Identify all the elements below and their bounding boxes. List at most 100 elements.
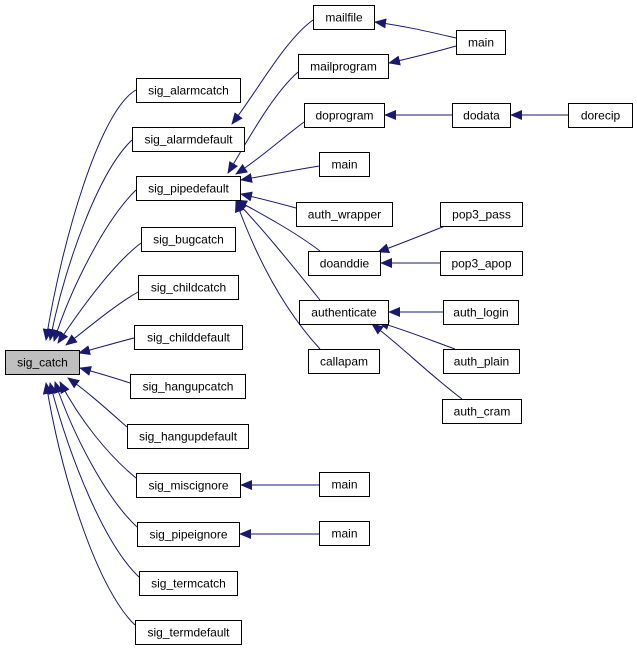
- node-label: sig_bugcatch: [153, 233, 224, 247]
- node-sig-childcatch[interactable]: sig_childcatch: [138, 275, 239, 300]
- node-box: [136, 78, 241, 103]
- edge-sig_miscignore-to-sig_catch: [59, 381, 137, 479]
- node-box: [452, 103, 511, 128]
- node-sig-alarmdefault[interactable]: sig_alarmdefault: [132, 127, 245, 152]
- edge-sig_bugcatch-to-sig_catch: [57, 242, 142, 344]
- edge-sig_alarmdefault-to-sig_catch: [47, 139, 133, 341]
- edge-sig_childdefault-to-sig_catch: [78, 337, 135, 356]
- node-label: dodata: [463, 109, 500, 123]
- node-doprogram[interactable]: doprogram: [304, 103, 385, 128]
- node-label: sig_alarmdefault: [144, 133, 233, 147]
- node-box: [5, 350, 80, 375]
- node-box: [304, 103, 385, 128]
- node-box: [319, 521, 370, 546]
- node-mailprogram[interactable]: mailprogram: [298, 54, 389, 79]
- node-label: sig_termcatch: [151, 577, 226, 591]
- node-main-a[interactable]: main: [319, 152, 370, 177]
- node-label: doanddie: [320, 257, 370, 271]
- node-sig-miscignore[interactable]: sig_miscignore: [136, 473, 241, 498]
- node-box: [134, 325, 243, 350]
- node-box: [443, 349, 520, 374]
- node-box: [313, 5, 375, 30]
- node-box: [442, 399, 522, 424]
- node-box: [130, 374, 246, 399]
- node-label: main: [468, 36, 494, 50]
- node-label: sig_termdefault: [147, 626, 230, 640]
- node-box: [136, 176, 241, 201]
- node-auth-cram[interactable]: auth_cram: [442, 399, 522, 424]
- node-box: [443, 300, 519, 325]
- node-label: mailfile: [325, 11, 363, 25]
- node-dorecip[interactable]: dorecip: [568, 103, 633, 128]
- node-box: [141, 227, 236, 252]
- node-label: sig_hangupcatch: [143, 380, 234, 394]
- node-dodata[interactable]: dodata: [452, 103, 511, 128]
- node-sig-pipedefault[interactable]: sig_pipedefault: [136, 176, 241, 201]
- node-label: sig_childdefault: [147, 331, 230, 345]
- node-sig-childdefault[interactable]: sig_childdefault: [134, 325, 243, 350]
- node-doanddie[interactable]: doanddie: [308, 251, 381, 276]
- node-main-b[interactable]: main: [319, 472, 370, 497]
- node-box: [139, 571, 238, 596]
- node-label: pop3_apop: [451, 257, 511, 271]
- node-sig-hangupdefault[interactable]: sig_hangupdefault: [127, 424, 249, 449]
- node-mailfile[interactable]: mailfile: [313, 5, 375, 30]
- node-sig-pipeignore[interactable]: sig_pipeignore: [137, 522, 240, 547]
- node-box: [299, 300, 389, 325]
- node-box: [298, 54, 389, 79]
- node-sig-termdefault[interactable]: sig_termdefault: [135, 620, 242, 645]
- edge-doprogram-to-sig_pipedefault: [235, 121, 305, 175]
- node-sig-bugcatch[interactable]: sig_bugcatch: [141, 227, 236, 252]
- edge-pop3_pass-to-doanddie: [377, 225, 446, 253]
- node-sig-catch[interactable]: sig_catch: [5, 350, 80, 375]
- node-label: dorecip: [581, 109, 621, 123]
- node-label: sig_pipedefault: [148, 182, 229, 196]
- node-label: main: [331, 158, 357, 172]
- edge-main_top-to-mailfile: [374, 18, 457, 39]
- node-label: sig_miscignore: [148, 479, 228, 493]
- node-sig-hangupcatch[interactable]: sig_hangupcatch: [130, 374, 246, 399]
- node-auth-plain[interactable]: auth_plain: [443, 349, 520, 374]
- edge-sig_alarmcatch-to-sig_catch: [42, 89, 137, 341]
- node-label: auth_login: [453, 306, 508, 320]
- edge-sig_pipedefault-to-sig_catch: [52, 189, 137, 342]
- edge-main_top-to-mailprogram: [388, 45, 457, 66]
- edge-sig_hangupdefault-to-sig_catch: [67, 377, 128, 428]
- node-box: [308, 251, 381, 276]
- node-label: pop3_pass: [452, 208, 511, 222]
- node-auth-wrapper[interactable]: auth_wrapper: [296, 202, 393, 227]
- node-pop3-apop[interactable]: pop3_apop: [440, 251, 523, 276]
- node-authenticate[interactable]: authenticate: [299, 300, 389, 325]
- node-box: [135, 620, 242, 645]
- node-sig-alarmcatch[interactable]: sig_alarmcatch: [136, 78, 241, 103]
- edge-auth_cram-to-authenticate: [371, 323, 463, 400]
- node-label: auth_wrapper: [308, 208, 381, 222]
- node-box: [440, 251, 523, 276]
- edge-sig_pipeignore-to-sig_catch: [53, 381, 138, 528]
- node-box: [308, 349, 380, 374]
- node-auth-login[interactable]: auth_login: [443, 300, 519, 325]
- edge-sig_termdefault-to-sig_catch: [42, 382, 136, 626]
- node-callapam[interactable]: callapam: [308, 349, 380, 374]
- node-label: mailprogram: [310, 60, 377, 74]
- node-pop3-pass[interactable]: pop3_pass: [440, 202, 523, 227]
- node-label: sig_childcatch: [151, 281, 226, 295]
- node-box: [568, 103, 633, 128]
- node-box: [138, 275, 239, 300]
- node-box: [440, 202, 523, 227]
- node-main-top[interactable]: main: [456, 30, 506, 55]
- node-box: [296, 202, 393, 227]
- node-label: authenticate: [311, 306, 377, 320]
- edge-authenticate-to-sig_pipedefault: [235, 200, 321, 301]
- edge-sig_hangupcatch-to-sig_catch: [79, 366, 131, 384]
- edge-sig_termcatch-to-sig_catch: [47, 382, 140, 578]
- edges-layer: [42, 18, 568, 626]
- nodes-layer: sig_catch sig_alarmcatch sig_alarmdefaults…: [5, 5, 633, 645]
- node-sig-termcatch[interactable]: sig_termcatch: [139, 571, 238, 596]
- node-box: [137, 522, 240, 547]
- node-main-c[interactable]: main: [319, 521, 370, 546]
- node-box: [136, 473, 241, 498]
- node-label: main: [331, 527, 357, 541]
- edge-sig_childcatch-to-sig_catch: [65, 291, 139, 346]
